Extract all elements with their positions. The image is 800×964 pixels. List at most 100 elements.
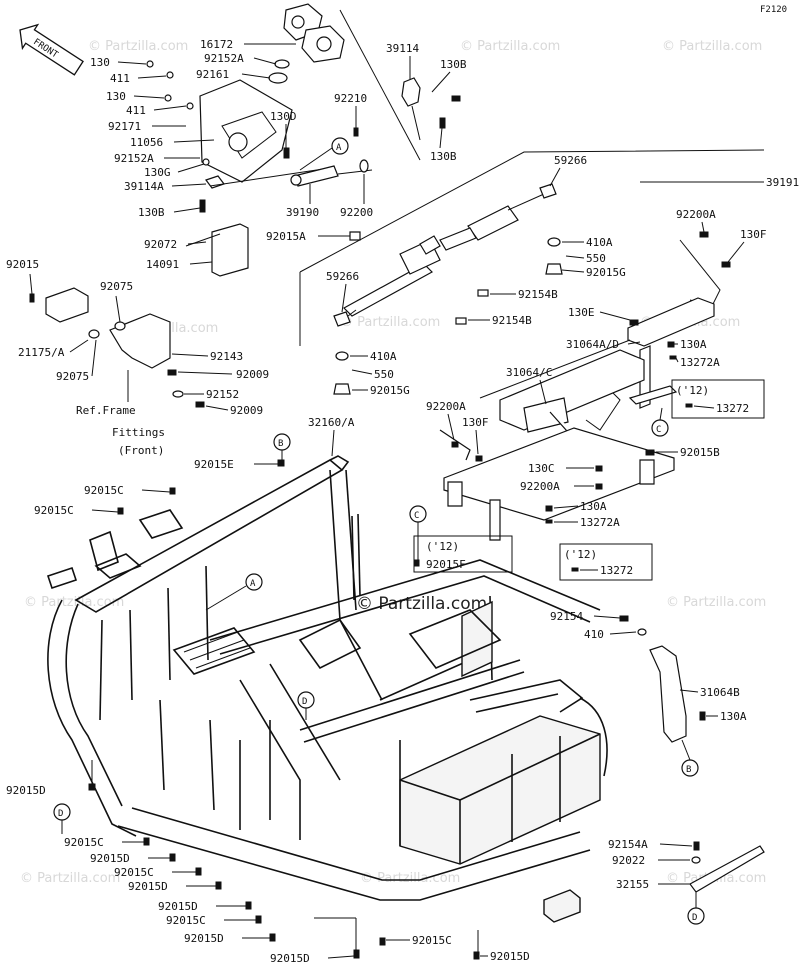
part-label: 16172 bbox=[200, 38, 233, 51]
year-note-box bbox=[413, 535, 513, 573]
front-arrow: FRONT bbox=[19, 23, 84, 76]
part-label: 92154B bbox=[492, 314, 532, 327]
part-label: 130 bbox=[90, 56, 110, 69]
center-watermark: © Partzilla.com bbox=[356, 594, 487, 614]
callout-d-letter: D bbox=[692, 913, 697, 923]
part-label: 92022 bbox=[612, 854, 645, 867]
control-module-14091 bbox=[185, 223, 249, 277]
support-bracket-31064 bbox=[439, 231, 731, 541]
watermark: © Partzilla.com bbox=[24, 595, 124, 610]
part-label: 39190 bbox=[286, 206, 319, 219]
watermark: © Partzilla.com bbox=[340, 315, 440, 330]
steering-motor-assembly bbox=[268, 3, 421, 161]
fitting-39114 bbox=[401, 77, 461, 141]
part-label: 92015C bbox=[166, 914, 206, 927]
part-label: 130B bbox=[440, 58, 467, 71]
part-label: 92015D bbox=[490, 950, 530, 963]
part-label: 130B bbox=[430, 150, 457, 163]
part-label: 550 bbox=[374, 368, 394, 381]
part-label: 92154A bbox=[608, 838, 648, 851]
ecu-21175 bbox=[29, 287, 89, 323]
part-label: 92015C bbox=[114, 866, 154, 879]
part-label: 21175/A bbox=[18, 346, 65, 359]
part-label: 59266 bbox=[326, 270, 359, 283]
part-label: 130D bbox=[270, 110, 297, 123]
callout-d-letter: D bbox=[58, 809, 63, 819]
part-label: 39114A bbox=[124, 180, 164, 193]
part-label: 130G bbox=[144, 166, 171, 179]
plate-32155 bbox=[689, 841, 765, 893]
part-label: 92015D bbox=[128, 880, 168, 893]
part-label: 92015D bbox=[270, 952, 310, 964]
ref-note-line: Fittings bbox=[112, 426, 165, 439]
part-label: 92154B bbox=[518, 288, 558, 301]
callout-b-letter: B bbox=[278, 439, 283, 449]
steering-rack-39191 bbox=[299, 149, 765, 395]
part-label: 13272A bbox=[580, 516, 620, 529]
part-label: 31064/C bbox=[506, 366, 552, 379]
part-label: 92015D bbox=[6, 784, 46, 797]
part-label: 92171 bbox=[108, 120, 141, 133]
watermark: © Partzilla.com bbox=[666, 595, 766, 610]
part-label: 411 bbox=[126, 104, 146, 117]
part-label: 92161 bbox=[196, 68, 229, 81]
part-label: 92200A bbox=[520, 480, 560, 493]
part-label: 14091 bbox=[146, 258, 179, 271]
part-label: 92009 bbox=[236, 368, 269, 381]
part-label: 92015C bbox=[84, 484, 124, 497]
part-label: 92075 bbox=[100, 280, 133, 293]
part-label: 410 bbox=[584, 628, 604, 641]
part-label: 92015G bbox=[586, 266, 626, 279]
part-label: 92009 bbox=[230, 404, 263, 417]
steering-bracket bbox=[199, 79, 331, 189]
part-label: 59266 bbox=[554, 154, 587, 167]
watermark: © Partzilla.com bbox=[88, 39, 188, 54]
part-label: 130E bbox=[568, 306, 595, 319]
callout-d-letter: D bbox=[302, 697, 307, 707]
part-label: 92152A bbox=[204, 52, 244, 65]
callout-b-letter: B bbox=[686, 765, 691, 775]
part-label: 13272 bbox=[716, 402, 749, 415]
watermark: © Partzilla.com bbox=[20, 871, 120, 886]
part-label: 92015D bbox=[158, 900, 198, 913]
front-bracket bbox=[88, 313, 205, 408]
part-label: 11056 bbox=[130, 136, 163, 149]
part-label: 39114 bbox=[386, 42, 419, 55]
part-label: 39191 bbox=[766, 176, 799, 189]
part-label: 32160/A bbox=[308, 416, 355, 429]
part-label: 92015C bbox=[64, 836, 104, 849]
part-label: 92015A bbox=[266, 230, 306, 243]
callout-a bbox=[331, 137, 349, 155]
part-label: 13272A bbox=[680, 356, 720, 369]
watermark: © Partzilla.com bbox=[460, 39, 560, 54]
part-label: 92015C bbox=[412, 934, 452, 947]
part-label: 130C bbox=[528, 462, 555, 475]
part-label: 130F bbox=[462, 416, 489, 429]
part-label: 410A bbox=[370, 350, 397, 363]
year-note-box bbox=[671, 379, 765, 419]
part-label: 31064B bbox=[700, 686, 740, 699]
support-31064B bbox=[619, 615, 706, 743]
part-label: 92200 bbox=[340, 206, 373, 219]
callout-a-letter: A bbox=[336, 143, 342, 153]
part-label: 92072 bbox=[144, 238, 177, 251]
part-label: 92210 bbox=[334, 92, 367, 105]
part-label: 130 bbox=[106, 90, 126, 103]
year-note: ('12) bbox=[564, 548, 597, 561]
watermark: © Partzilla.com bbox=[662, 39, 762, 54]
year-note: ('12) bbox=[426, 540, 459, 553]
part-label: 92154 bbox=[550, 610, 583, 623]
part-label: 92152 bbox=[206, 388, 239, 401]
callout-c-letter: C bbox=[414, 511, 419, 521]
main-frame-32160 bbox=[46, 455, 608, 923]
part-label: 92015G bbox=[370, 384, 410, 397]
part-label: 130B bbox=[138, 206, 165, 219]
callout-a-letter: A bbox=[250, 579, 256, 589]
part-label: 92015D bbox=[184, 932, 224, 945]
part-label: 92200A bbox=[676, 208, 716, 221]
part-label: 92015D bbox=[90, 852, 130, 865]
callout-a bbox=[245, 573, 263, 591]
ref-note-line: Ref.Frame bbox=[76, 404, 136, 417]
part-label: 13272 bbox=[600, 564, 633, 577]
